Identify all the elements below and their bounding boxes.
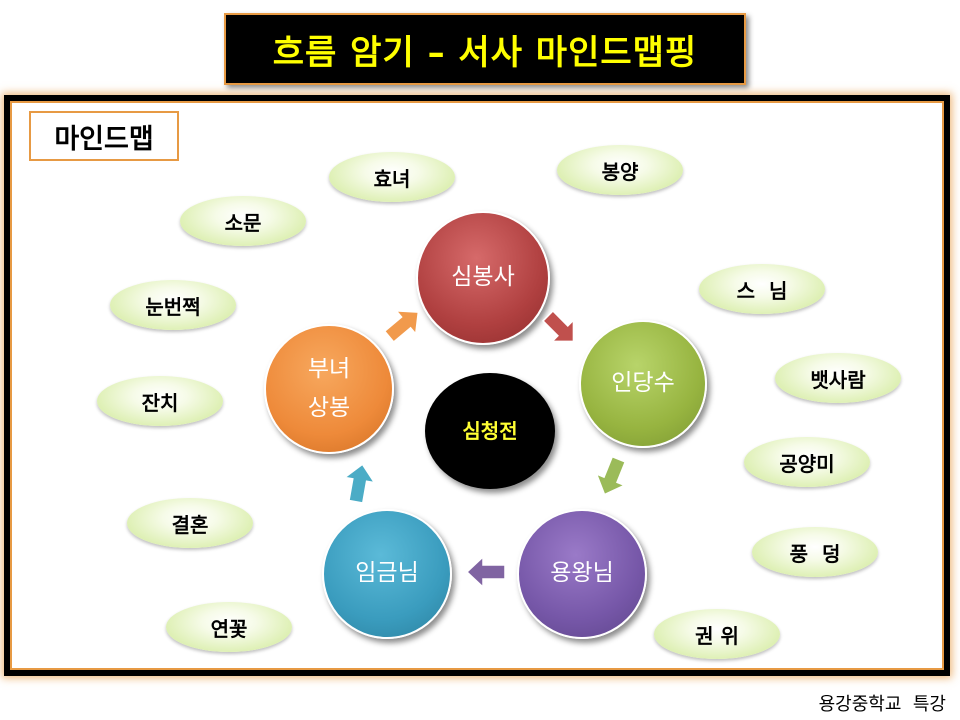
title-banner: 흐름 암기 – 서사 마인드맵핑 bbox=[224, 13, 746, 85]
arrow-left-to-top bbox=[383, 310, 420, 343]
keyword-pill: 공양미 bbox=[744, 437, 870, 487]
section-label: 마인드맵 bbox=[29, 111, 179, 161]
keyword-text: 봉양 bbox=[601, 159, 639, 184]
node-label: 임금님 bbox=[355, 560, 419, 587]
node-label: 용왕님 bbox=[550, 560, 614, 587]
keyword-pill: 봉양 bbox=[557, 145, 683, 195]
keyword-pill: 효녀 bbox=[329, 152, 455, 202]
keyword-text: 소문 bbox=[224, 210, 262, 235]
keyword-pill: 눈번쩍 bbox=[110, 280, 236, 330]
keyword-pill: 뱃사람 bbox=[775, 353, 901, 403]
keyword-pill: 연꽃 bbox=[166, 602, 292, 652]
section-label-text: 마인드맵 bbox=[54, 123, 154, 155]
keyword-text: 연꽃 bbox=[210, 616, 248, 641]
arrow-bottom-right-to-left bbox=[465, 555, 506, 589]
node-label: 심봉사 bbox=[451, 264, 515, 291]
center-label: 심청전 bbox=[462, 419, 518, 443]
keyword-text: 공양미 bbox=[779, 451, 835, 476]
node-top: 심봉사 bbox=[416, 211, 550, 345]
keyword-pill: 풍 덩 bbox=[752, 527, 878, 577]
keyword-pill: 잔치 bbox=[97, 376, 223, 426]
center-node: 심청전 bbox=[425, 373, 555, 489]
keyword-text: 스 님 bbox=[736, 278, 788, 303]
footer-text: 용강중학교 특강 bbox=[818, 694, 946, 715]
arrow-right-to-bottom bbox=[595, 455, 627, 496]
node-label: 인당수 bbox=[611, 370, 675, 397]
keyword-text: 뱃사람 bbox=[810, 367, 866, 392]
keyword-pill: 권 위 bbox=[654, 609, 780, 659]
node-right: 인당수 bbox=[579, 320, 707, 448]
keyword-text: 잔치 bbox=[141, 390, 179, 415]
keyword-pill: 결혼 bbox=[127, 498, 253, 548]
node-bottom-right: 용왕님 bbox=[517, 509, 647, 639]
node-label-line2: 상봉 bbox=[307, 395, 351, 421]
keyword-pill: 소문 bbox=[180, 196, 306, 246]
node-label-line1: 부녀 bbox=[307, 355, 351, 382]
keyword-text: 권 위 bbox=[695, 623, 739, 648]
page-title: 흐름 암기 – 서사 마인드맵핑 bbox=[272, 32, 698, 73]
node-bottom-left: 임금님 bbox=[322, 509, 452, 639]
keyword-text: 눈번쩍 bbox=[145, 294, 201, 319]
keyword-text: 효녀 bbox=[373, 166, 411, 191]
arrow-top-to-right bbox=[541, 309, 575, 343]
keyword-text: 풍 덩 bbox=[789, 541, 841, 566]
arrow-bottom-left-to-left bbox=[343, 463, 377, 504]
keyword-pill: 스 님 bbox=[699, 264, 825, 314]
keyword-text: 결혼 bbox=[171, 512, 209, 537]
